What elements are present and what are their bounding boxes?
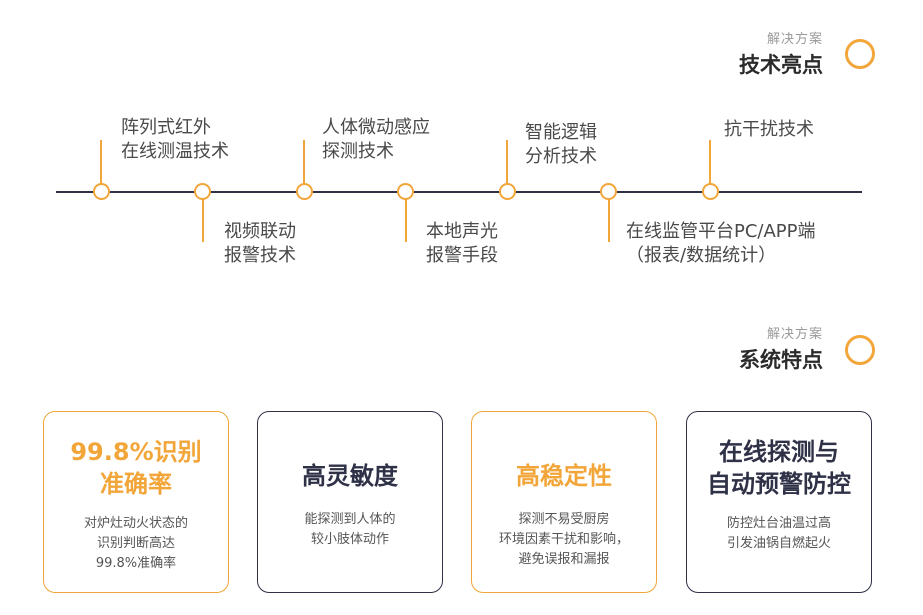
timeline-node (600, 183, 617, 200)
timeline-stem (608, 199, 610, 242)
timeline-stem (709, 140, 711, 185)
timeline-stem (100, 140, 102, 185)
section-subtitle: 解决方案 (766, 32, 823, 47)
timeline-item-motion: 人体微动感应 探测技术 (322, 117, 430, 162)
section-title: 技术亮点 (739, 53, 823, 77)
card-description: 探测不易受厨房 环境因素干扰和影响， 避免误报和漏报 (498, 512, 629, 567)
timeline-node (499, 183, 516, 200)
timeline-axis (56, 191, 862, 193)
timeline-stem (506, 140, 508, 185)
card-title: 99.8%识别 准确率 (70, 438, 202, 498)
timeline-stem (405, 199, 407, 242)
timeline-stem (202, 199, 204, 242)
card-description: 对炉灶动火状态的 识别判断高达 99.8%准确率 (83, 516, 188, 571)
timeline-item-infrared: 阵列式红外 在线测温技术 (121, 117, 229, 162)
timeline-item-platform: 在线监管平台PC/APP端 （报表/数据统计） (626, 221, 816, 266)
timeline-node (194, 183, 211, 200)
timeline-stem (303, 140, 305, 185)
timeline-item-video: 视频联动 报警技术 (224, 221, 296, 266)
timeline-node (397, 183, 414, 200)
feature-card-accuracy: 99.8%识别 准确率 对炉灶动火状态的 识别判断高达 99.8%准确率 (43, 411, 229, 593)
timeline-node (93, 183, 110, 200)
timeline-node (702, 183, 719, 200)
section-title: 系统特点 (739, 348, 823, 372)
feature-card-online-detection: 在线探测与 自动预警防控 防控灶台油温过高 引发油锅自燃起火 (686, 411, 872, 593)
section-header-features: 解决方案 系统特点 (739, 323, 823, 374)
feature-card-stability: 高稳定性 探测不易受厨房 环境因素干扰和影响， 避免误报和漏报 (471, 411, 657, 593)
section-subtitle: 解决方案 (766, 327, 823, 342)
timeline-item-alarm: 本地声光 报警手段 (426, 221, 498, 266)
card-title: 在线探测与 自动预警防控 (707, 438, 851, 498)
card-description: 防控灶台油温过高 引发油锅自燃起火 (726, 516, 831, 551)
ring-icon (845, 39, 875, 69)
ring-icon (845, 335, 875, 365)
card-description: 能探测到人体的 较小肢体动作 (304, 512, 396, 547)
timeline-item-antiinterference: 抗干扰技术 (724, 119, 814, 140)
timeline-node (296, 183, 313, 200)
feature-card-sensitivity: 高灵敏度 能探测到人体的 较小肢体动作 (257, 411, 443, 593)
card-title: 高灵敏度 (302, 462, 398, 490)
section-header-highlights: 解决方案 技术亮点 (739, 28, 823, 79)
timeline-item-logic: 智能逻辑 分析技术 (525, 122, 597, 167)
card-title: 高稳定性 (516, 462, 612, 490)
